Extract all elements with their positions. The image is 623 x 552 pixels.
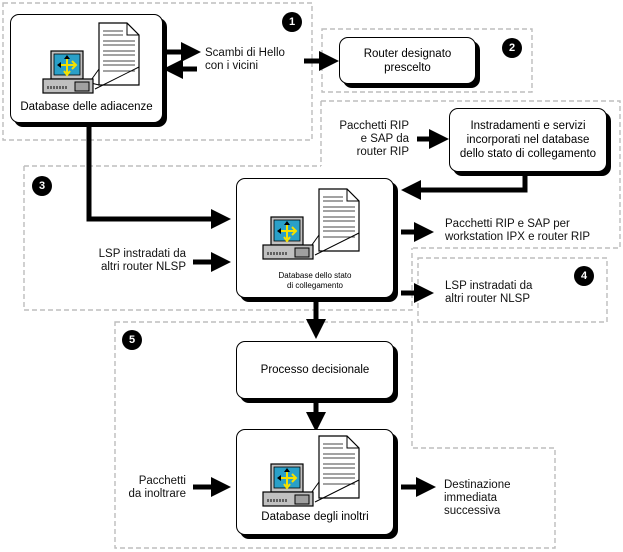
lsp-out-label: LSP instradati da altri router NLSP [445, 280, 532, 306]
computer-database-icon [259, 434, 367, 513]
incorporated-routes-line-1: Instradamenti e servizi [470, 120, 586, 132]
step-badge-3: 3 [32, 176, 52, 196]
lsp-out-line-1: LSP instradati da [445, 280, 533, 292]
step-badge-5: 5 [122, 330, 142, 350]
link-state-database-line-1: Database dello stato [278, 271, 352, 280]
link-state-database-line-2: di collegamento [286, 281, 344, 290]
hello-exchange-line-1: Scambi di Hello [205, 47, 285, 59]
packets-in-line-1: Pacchetti [138, 475, 186, 487]
incorporated-routes-label: Instradamenti e servizi incorporati nel … [450, 119, 606, 161]
designated-router-label: Router designato prescelto [340, 47, 475, 75]
step-badge-2: 2 [502, 38, 522, 58]
connector-incorporated-to-linkstate [401, 172, 528, 200]
next-hop-line-1: Destinazione [444, 479, 511, 491]
designated-router-line-2: prescelto [384, 61, 431, 74]
computer-database-icon [39, 21, 147, 100]
computer-database-icon [259, 187, 367, 266]
region-3-outline [23, 165, 413, 311]
region-1-outline [2, 2, 313, 141]
step-badge-4: 4 [574, 266, 594, 286]
lsp-out-line-2: altri router NLSP [445, 293, 531, 305]
region-4-outline [417, 257, 608, 323]
rip-sap-out-line-2: workstation IPX e router RIP [445, 231, 591, 243]
rip-sap-in-line-2: e SAP da [360, 133, 409, 145]
connector-adjacency-to-linkstate [86, 123, 231, 229]
packets-in-label: Pacchetti da inoltrare [120, 475, 186, 501]
next-hop-line-3: successiva [444, 505, 501, 517]
incorporated-routes-node: Instradamenti e servizi incorporati nel … [449, 108, 607, 172]
link-state-database-node: Database dello stato di collegamento [236, 178, 394, 298]
region-rip-sap-outline [320, 100, 621, 249]
rip-sap-in-label: Pacchetti RIP e SAP da router RIP [335, 120, 409, 159]
designated-router-line-1: Router designato [363, 47, 452, 60]
next-hop-label: Destinazione immediata successiva [444, 479, 510, 518]
decision-process-label: Processo decisionale [260, 364, 370, 376]
region-5-outline [114, 321, 556, 549]
incorporated-routes-line-3: dello stato di collegamento [459, 148, 597, 160]
adjacency-database-node: Database delle adiacenze [10, 14, 163, 123]
link-state-database-label: Database dello stato di collegamento [237, 271, 393, 291]
designated-router-node: Router designato prescelto [339, 37, 476, 84]
forwarding-database-node: Database degli inoltri [236, 429, 394, 535]
incorporated-routes-line-2: incorporati nel database [466, 134, 590, 146]
hello-exchange-line-2: con i vicini [205, 60, 259, 72]
rip-sap-out-line-1: Pacchetti RIP e SAP per [445, 218, 570, 230]
rip-sap-out-label: Pacchetti RIP e SAP per workstation IPX … [445, 218, 590, 244]
forwarding-database-label: Database degli inoltri [261, 511, 369, 523]
rip-sap-in-line-3: router RIP [356, 146, 409, 158]
next-hop-line-2: immediata [444, 492, 498, 504]
packets-in-line-2: da inoltrare [128, 488, 186, 500]
lsp-in-line-1: LSP instradati da [98, 248, 186, 260]
rip-sap-in-line-1: Pacchetti RIP [339, 120, 409, 132]
step-badge-1: 1 [282, 12, 302, 32]
lsp-in-label: LSP instradati da altri router NLSP [80, 248, 186, 274]
hello-exchange-label: Scambi di Hello con i vicini [205, 47, 285, 73]
decision-process-node: Processo decisionale [236, 341, 394, 399]
adjacency-database-label: Database delle adiacenze [20, 101, 153, 113]
lsp-in-line-2: altri router NLSP [100, 261, 186, 273]
